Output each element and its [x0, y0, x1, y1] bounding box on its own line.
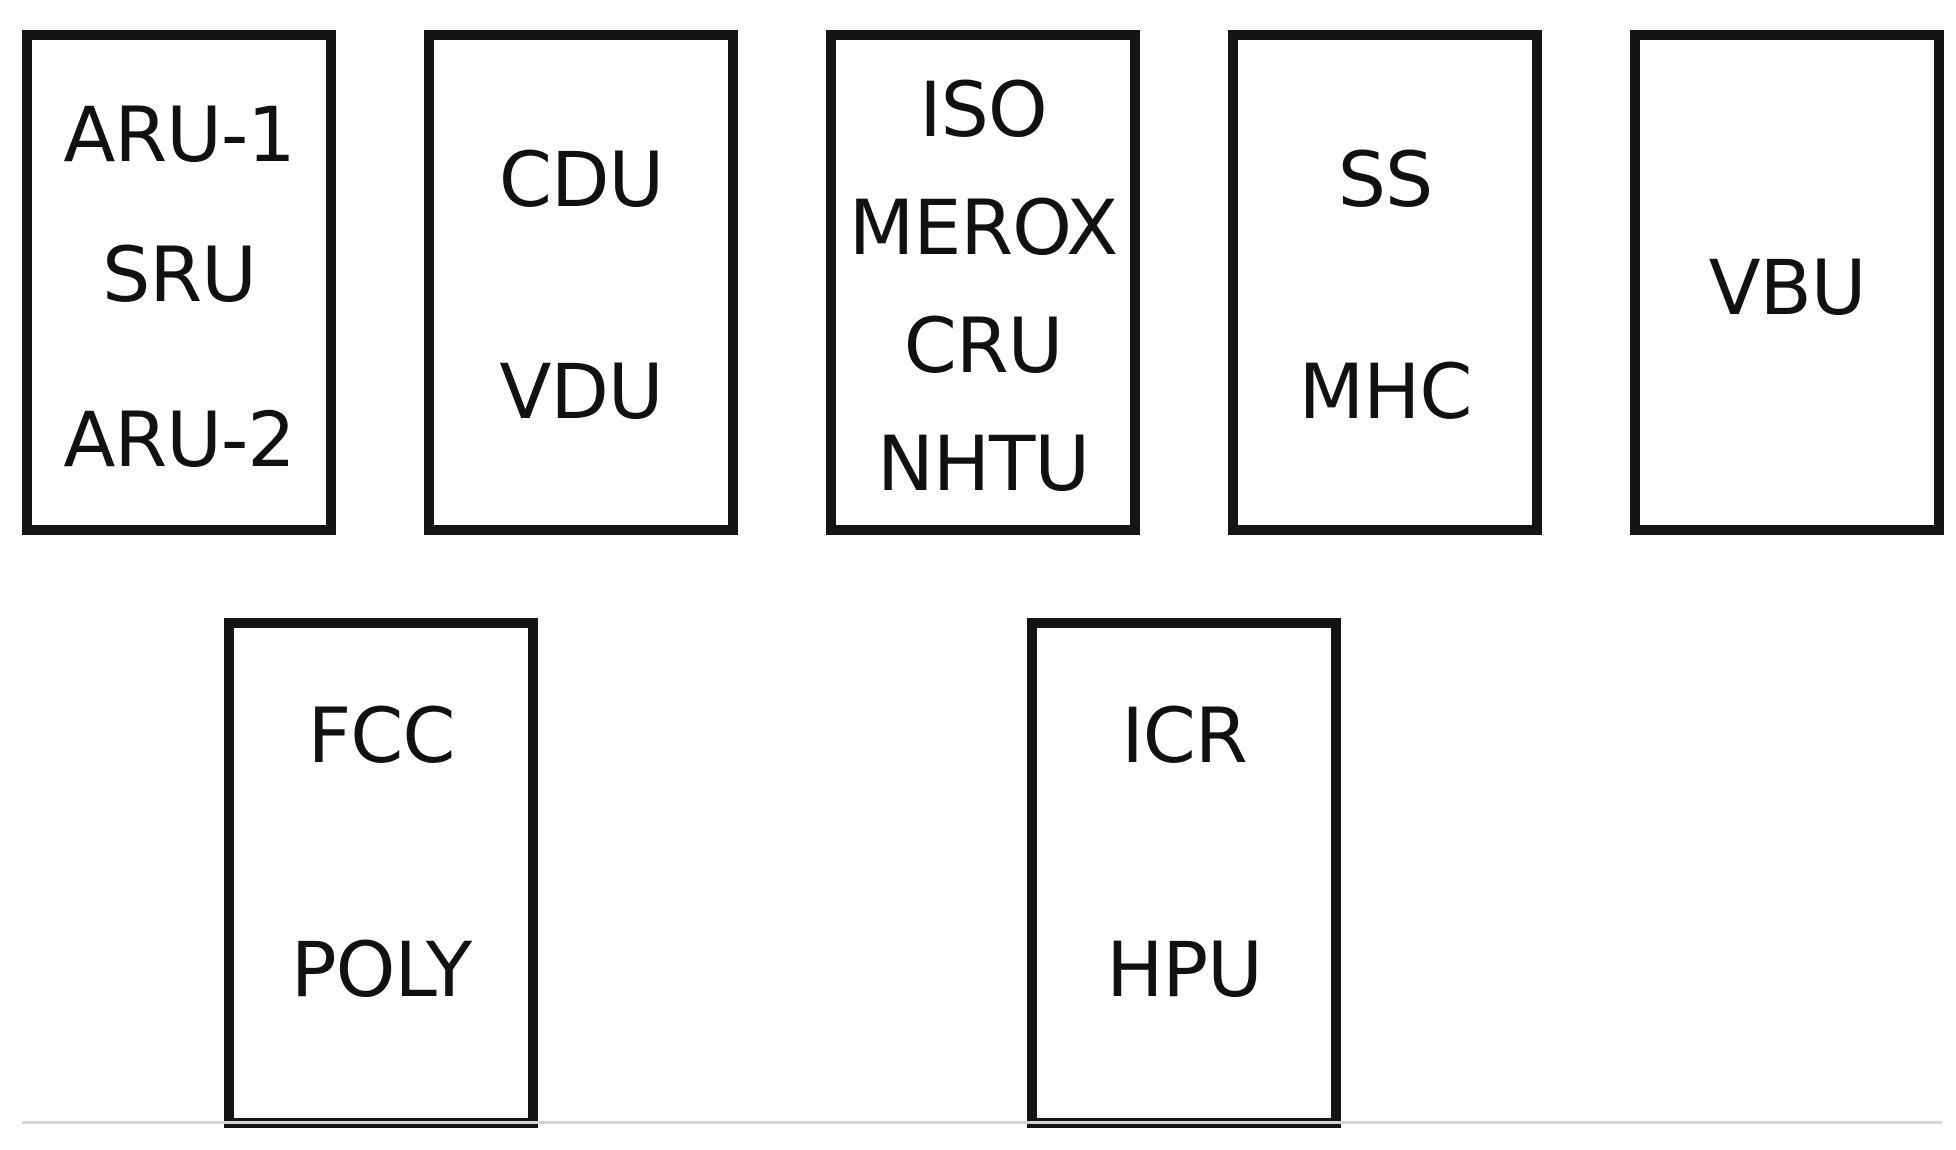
baseline-divider — [22, 1121, 1942, 1124]
unit-box-icr-hpu: ICR HPU — [1027, 618, 1341, 1128]
unit-label: MEROX — [848, 183, 1118, 272]
unit-label: NHTU — [876, 419, 1090, 508]
unit-label: ARU-2 — [63, 395, 295, 484]
unit-box-aru-sru: ARU-1 SRU ARU-2 — [22, 30, 336, 535]
unit-label: HPU — [1106, 925, 1263, 1014]
unit-label: ISO — [919, 65, 1047, 154]
unit-box-fcc-poly: FCC POLY — [224, 618, 538, 1128]
unit-box-ss-mhc: SS MHC — [1228, 30, 1542, 535]
unit-box-vbu: VBU — [1630, 30, 1944, 535]
unit-label: SRU — [102, 230, 257, 319]
unit-label: POLY — [290, 925, 472, 1014]
unit-label: FCC — [307, 691, 456, 780]
unit-label: MHC — [1298, 347, 1473, 436]
unit-label: CDU — [498, 135, 664, 224]
unit-label: VDU — [499, 347, 663, 436]
unit-box-cdu-vdu: CDU VDU — [424, 30, 738, 535]
unit-label: SS — [1337, 135, 1433, 224]
unit-box-iso-merox-cru-nhtu: ISO MEROX CRU NHTU — [826, 30, 1140, 535]
unit-label: CRU — [903, 301, 1064, 390]
unit-label: VBU — [1708, 243, 1867, 332]
unit-label: ARU-1 — [63, 90, 295, 179]
unit-label: ICR — [1121, 691, 1247, 780]
